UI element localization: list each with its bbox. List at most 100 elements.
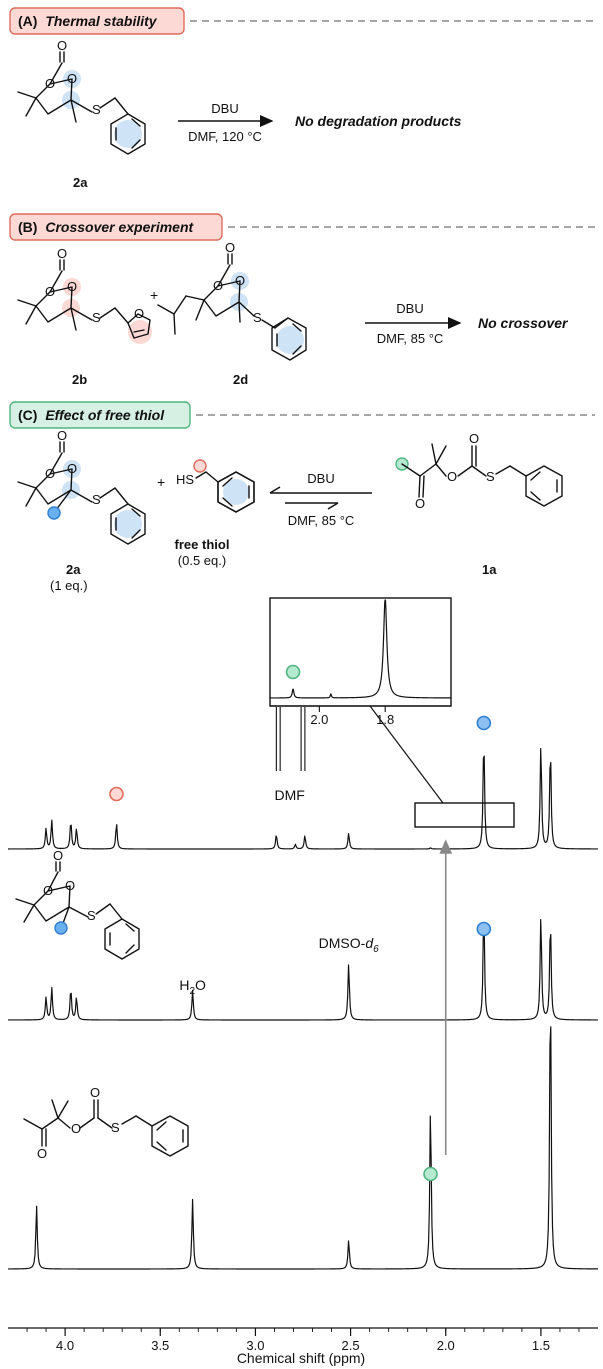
atom-o: O	[235, 273, 245, 288]
upper-spectrum-markers: DMF	[109, 707, 492, 803]
reagent-a: DBU	[211, 101, 238, 116]
inset-spectrum-trace	[269, 599, 452, 699]
atom-o: O	[45, 466, 55, 481]
panel-c: (C) Effect of free thiol O O	[9, 401, 595, 593]
atom-s: S	[92, 492, 101, 507]
atom-s: S	[92, 310, 101, 325]
svg-text:DMSO-d6: DMSO-d6	[319, 935, 379, 955]
plus-sign-c: +	[157, 474, 165, 490]
marker-red-thiol	[109, 786, 124, 802]
structure-1a-reference: O O O S	[23, 1085, 189, 1161]
panel-b-title: Crossover experiment	[45, 219, 194, 235]
panel-c-prefix: (C)	[18, 407, 37, 423]
panel-a: (A) Thermal stability O O O S	[9, 7, 595, 190]
x-axis-label: Chemical shift (ppm)	[237, 1350, 365, 1366]
inset-tick-label: 1.8	[376, 712, 394, 727]
panel-b-header-box	[9, 213, 223, 241]
atom-o: O	[67, 71, 77, 86]
molecule-2b: O O O S O	[17, 246, 152, 344]
atom-o: O	[65, 878, 75, 893]
conditions-c: DMF, 85 °C	[288, 513, 355, 528]
h2o-label-o: O	[195, 977, 206, 993]
dmso-label-main: DMSO-	[319, 935, 366, 951]
spectrum-cyclic_carbonate_2a	[8, 919, 599, 1021]
compound-label-2a-c: 2a	[66, 562, 81, 577]
atom-o: O	[67, 279, 77, 294]
atom-o: O	[90, 1085, 100, 1100]
x-tick-label: 3.5	[151, 1338, 169, 1353]
panel-c-title: Effect of free thiol	[45, 407, 165, 423]
atom-o: O	[53, 848, 63, 863]
compound-label-1a: 1a	[482, 562, 497, 577]
panel-a-prefix: (A)	[18, 13, 37, 29]
free-thiol-label: free thiol	[175, 537, 230, 552]
panel-a-header-box	[9, 7, 185, 35]
molecule-2d: O O O S	[157, 240, 307, 361]
marker-blue-2a	[476, 715, 492, 731]
inset-zoom: 2.0 1.8	[269, 597, 452, 727]
atom-o: O	[225, 240, 235, 255]
molecule-2a-panel-c: O O O S	[17, 428, 146, 545]
reagent-c: DBU	[307, 471, 334, 486]
marker-green-1a	[423, 1166, 438, 1182]
atom-s: S	[92, 102, 101, 117]
panel-a-title: Thermal stability	[45, 13, 157, 29]
spectrum-mixture	[8, 747, 599, 850]
atom-o: O	[415, 496, 425, 511]
atom-o: O	[57, 246, 67, 261]
h2o-label-h: H	[179, 977, 189, 993]
nmr-spectra: DMF 2.0 1.8 H2O DMSO-d6	[8, 597, 599, 1366]
compound-label-2d: 2d	[233, 372, 248, 387]
result-a: No degradation products	[295, 113, 462, 129]
equilibrium-arrows	[269, 486, 372, 510]
x-tick-label: 3.0	[246, 1338, 264, 1353]
plus-sign: +	[150, 287, 158, 303]
atom-s: S	[87, 908, 96, 923]
result-b: No crossover	[478, 315, 569, 331]
atom-o: O	[447, 469, 457, 484]
x-tick-label: 1.5	[532, 1338, 550, 1353]
atom-s: S	[253, 310, 262, 325]
dmso-label-sub: 6	[373, 944, 379, 955]
reagent-b: DBU	[396, 301, 423, 316]
atom-o: O	[469, 431, 479, 446]
x-tick-label: 2.5	[342, 1338, 360, 1353]
spectrum-linear_thiocarbonate_1a	[8, 1026, 598, 1270]
free-thiol-equivalents: (0.5 eq.)	[178, 553, 226, 568]
atom-o: O	[71, 1121, 81, 1136]
conditions-a: DMF, 120 °C	[188, 129, 262, 144]
atom-o: O	[67, 461, 77, 476]
compound-label-2a: 2a	[73, 175, 88, 190]
atom-o: O	[134, 306, 144, 321]
molecule-free-thiol: HS	[176, 459, 255, 513]
inset-tick-label: 2.0	[310, 712, 328, 727]
panel-c-header-box	[9, 401, 191, 429]
svg-text:(B) Crossover experiment: (B) Crossover experiment	[18, 219, 195, 235]
structure-2a-reference: O O O S	[15, 848, 140, 960]
inset-marker-green	[285, 664, 301, 680]
atom-o: O	[45, 76, 55, 91]
inset-axis-ticks: 2.0 1.8	[310, 706, 394, 727]
panel-b-prefix: (B)	[18, 219, 37, 235]
inset-frame	[269, 597, 452, 707]
svg-text:H2O: H2O	[179, 977, 206, 997]
compound-2a-equivalents: (1 eq.)	[50, 578, 88, 593]
atom-s: S	[486, 469, 495, 484]
atom-o: O	[37, 1146, 47, 1161]
atom-o: O	[45, 284, 55, 299]
panel-b: (B) Crossover experiment O O O S O	[9, 213, 595, 387]
atom-o: O	[43, 883, 53, 898]
zoom-connector	[369, 705, 444, 804]
x-tick-label: 2.0	[437, 1338, 455, 1353]
molecule-1a: O O O S	[395, 431, 563, 511]
atom-o: O	[213, 278, 223, 293]
marker-blue-2a-mid	[476, 921, 492, 937]
atom-o: O	[57, 38, 67, 53]
spectra-lines	[8, 747, 599, 1270]
svg-text:(A) Thermal stability: (A) Thermal stability	[18, 13, 158, 29]
dmso-label-d: d	[365, 935, 374, 951]
molecule-2a-panel-a: O O O S	[17, 38, 146, 155]
